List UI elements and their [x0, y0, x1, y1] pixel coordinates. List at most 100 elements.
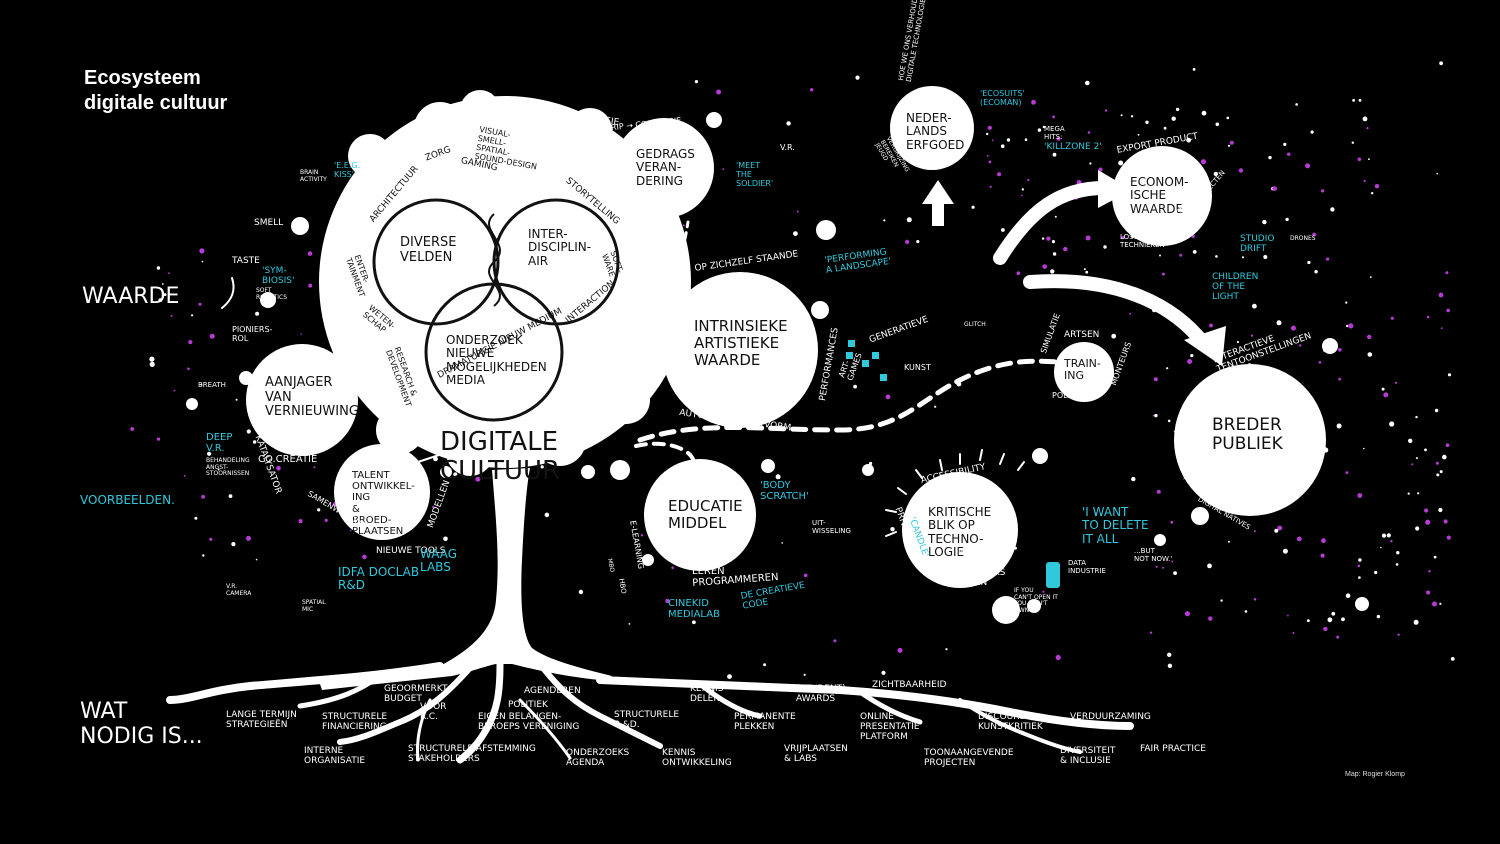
sparkle-dot: [1187, 359, 1193, 364]
sparkle-dot: [1287, 614, 1289, 617]
sparkle-dot: [1415, 526, 1420, 531]
sparkle-dot: [1236, 340, 1239, 344]
sparkle-dot: [168, 272, 170, 274]
sparkle-dot: [1201, 110, 1207, 116]
sparkle-dot: [1190, 354, 1194, 358]
sparkle-dot: [1299, 344, 1302, 347]
sparkle-dot: [1389, 421, 1395, 427]
sparkle-dot: [1345, 301, 1348, 304]
sparkle-dot: [228, 494, 233, 498]
sparkle-dot: [1341, 617, 1345, 622]
sparkle-dot: [199, 248, 205, 254]
generative-pixel: [872, 352, 879, 359]
sparkle-dot: [1167, 652, 1172, 657]
root-label: LANGE TERMIJN STRATEGIEËN: [226, 710, 297, 731]
sparkle-dot: [1152, 414, 1155, 417]
sparkle-dot: [1120, 114, 1123, 117]
sparkle-dot: [252, 440, 257, 444]
blob-bump: [376, 406, 424, 454]
ann-hbo: HBO: [617, 577, 628, 595]
sparkle-dot: [231, 542, 236, 547]
sparkle-dot: [722, 168, 725, 171]
generative-pixel: [848, 340, 855, 347]
sparkle-dot: [1131, 476, 1136, 482]
node-shapes: [186, 86, 1369, 624]
sparkle-dot: [1186, 137, 1191, 143]
orb: [1355, 597, 1369, 611]
sparkle-dot: [1046, 236, 1051, 241]
sparkle-dot: [1371, 192, 1374, 195]
ann-impact: IMPACT OP ONS DAGELIJKS LEVEN: [958, 548, 1006, 589]
sparkle-dot: [1175, 107, 1180, 112]
sparkle-dot: [1447, 373, 1452, 377]
sparkle-dot: [803, 673, 806, 676]
sparkle-dot: [1445, 443, 1450, 448]
sparkle-dot: [1323, 626, 1328, 632]
sparkle-dot: [1171, 116, 1176, 121]
sparkle-dot: [443, 536, 448, 542]
sparkle-dot: [1368, 158, 1370, 161]
sparkle-dot: [1055, 654, 1061, 661]
sparkle-dot: [1001, 228, 1005, 232]
tree: [166, 468, 1134, 764]
sparkle-dot: [1129, 312, 1132, 315]
label-voorbeelden: VOORBEELDEN.: [80, 493, 175, 507]
sparkle-dot: [1226, 116, 1230, 120]
sparkle-dot: [1450, 657, 1455, 661]
sparkle-dot: [1037, 128, 1042, 132]
sparkle-dot: [1262, 219, 1267, 225]
sparkle-dot: [1118, 160, 1124, 166]
sparkle-dot: [276, 465, 281, 471]
sparkle-dot: [209, 333, 215, 339]
orb: [992, 596, 1020, 624]
sparkle-dot: [1292, 632, 1295, 634]
arrow-head-economisch: [1098, 170, 1132, 208]
sparkle-dot: [130, 427, 135, 431]
sparkle-dot: [1274, 528, 1279, 533]
sparkle-dot: [158, 298, 163, 302]
node-nederlands-erfgoed: NEDER- LANDS ERFGOED: [906, 111, 965, 152]
ann-eeg-kiss: 'E.E.G. KISS': [334, 161, 361, 179]
blob-bump: [348, 134, 392, 178]
sparkle-dot: [1345, 593, 1351, 598]
sparkle-dot: [1367, 334, 1372, 340]
sparkle-dot: [1085, 270, 1089, 274]
sparkle-dot: [671, 566, 674, 569]
sparkle-dot: [793, 231, 798, 237]
sparkle-dot: [855, 75, 860, 80]
root-label: EIGEN BELANGEN- BEROEPS VERENIGING: [478, 712, 580, 733]
sparkle-dot: [1383, 392, 1389, 398]
root-label: VRIJPLAATSEN & LABS: [784, 744, 848, 765]
sparkle-dot: [453, 472, 458, 477]
blob-bump: [616, 176, 664, 224]
sparkle-dot: [1287, 152, 1291, 156]
sparkle-dot: [1307, 619, 1310, 623]
sparkle-dot: [1351, 141, 1355, 144]
sparkle-dot: [1282, 548, 1288, 554]
ann-killzone: 'KILLZONE 2': [1044, 142, 1102, 152]
sparkle-dot: [1407, 492, 1410, 495]
sparkle-dot: [692, 620, 696, 625]
ann-politie: POLITIE: [1052, 391, 1083, 400]
sparkle-dot: [1320, 553, 1325, 558]
sparkle-dot: [1042, 264, 1047, 269]
root-label: FAIR PRACTICE: [1140, 744, 1206, 754]
sparkle-dot: [1363, 179, 1366, 182]
digitale-cultuur-blob: [319, 96, 691, 468]
sparkle-dot: [1395, 563, 1399, 566]
sparkle-dot: [986, 132, 989, 136]
orb: [610, 460, 630, 480]
sparkle-dot: [1386, 533, 1391, 538]
node-breder-publiek: BREDER PUBLIEK: [1212, 415, 1283, 455]
ann-artsen: ARTSEN: [1064, 330, 1100, 340]
node-interdisciplinair: INTER- DISCIPLIN- AIR: [528, 227, 592, 268]
sparkle-dot: [1310, 130, 1314, 134]
sparkle-dot: [1440, 327, 1443, 330]
sparkle-dot: [1415, 415, 1418, 419]
sparkle-dot: [1326, 257, 1330, 261]
sparkle-dot: [201, 260, 204, 263]
sparkle-dot: [1411, 463, 1414, 466]
sparkle-dot: [1358, 558, 1362, 562]
sparkle-dot: [916, 240, 920, 244]
root-label: STRUCTURELE R.&D.: [614, 710, 680, 731]
